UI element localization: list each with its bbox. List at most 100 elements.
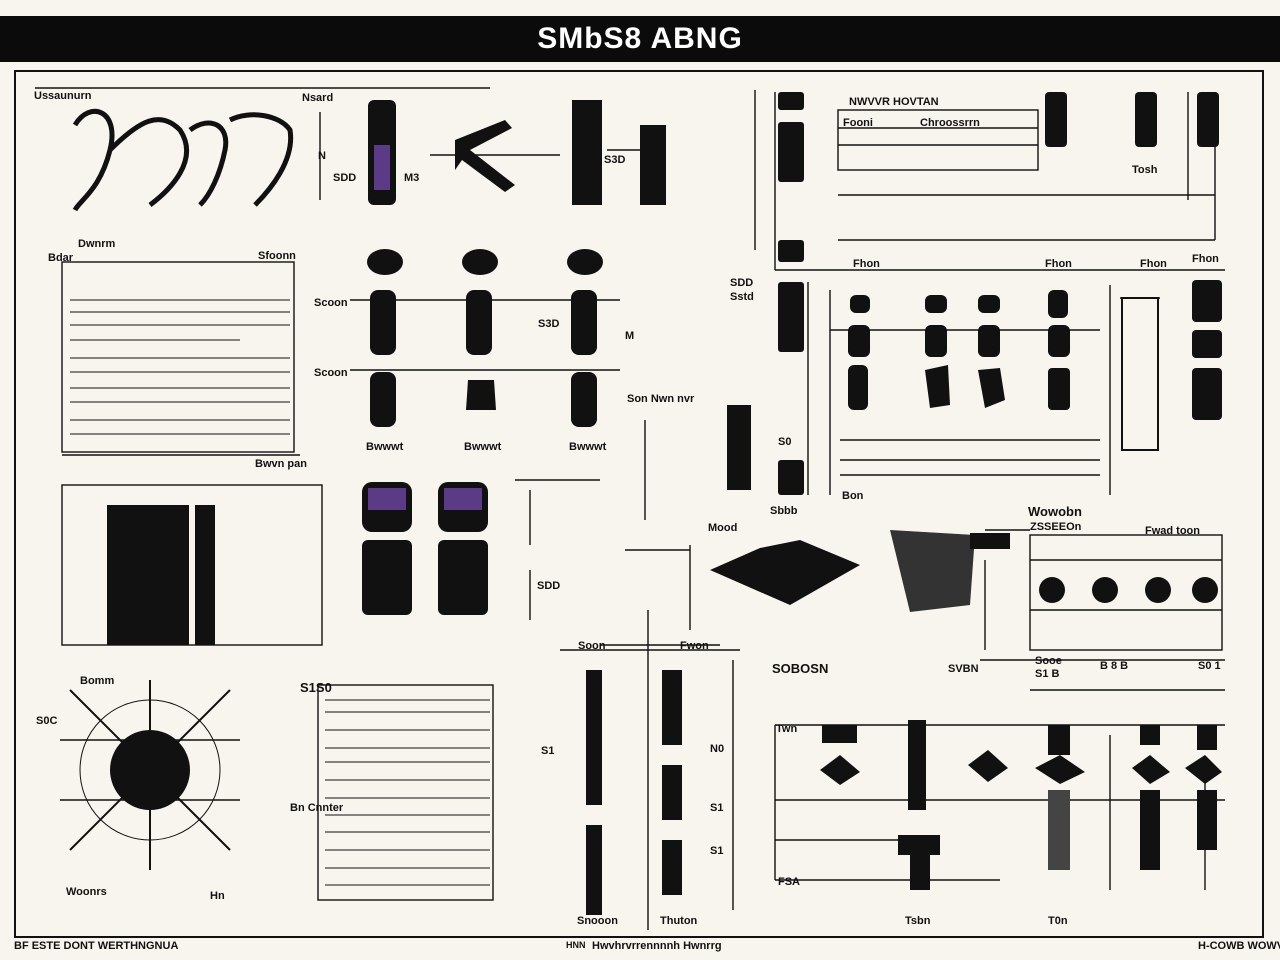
cross-part [455,120,515,192]
side-bar-6 [727,405,751,490]
bar-4 [662,765,682,820]
label-sstd: Sstd [730,291,754,303]
label-mood: Mood [708,522,738,534]
footer-right: H-COWB WOWV [1198,940,1280,952]
spec-table-top [837,109,1039,171]
tall-part-r1 [1192,280,1222,322]
pad-part [890,530,975,612]
helmet-1-visor [368,488,406,510]
label-wowobn: Wowobn [1028,504,1082,519]
chevron-row-3b [925,365,950,408]
cap-2 [462,249,498,275]
side-bar-2 [778,122,804,182]
label-tsbn: Tsbn [905,915,931,927]
boot-grid-panel [61,484,323,646]
label-fwwd-toon: Fwad toon [1145,525,1200,537]
footer-mark: HNN [566,940,586,950]
boot-low-1 [370,372,396,427]
label-bwwwt-1: Bwwwt [366,441,404,453]
assembly-foot [910,855,930,890]
label-s0-1: S0 1 [1198,660,1221,672]
helmet-2-base [438,540,488,615]
label-bon-5: Bon [842,490,864,502]
label-sdd-bot: SDD [537,580,561,592]
boot-sketch [72,108,294,212]
label-top-left: Ussaunurn [34,90,92,102]
title-bar: SMbS8 ABNG [0,16,1280,62]
assembly-post [908,720,926,810]
label-s1s0: S1S0 [300,680,332,695]
label-n-measure: N [318,150,326,162]
cap-1 [367,249,403,275]
label-zsseeon: ZSSEEOn [1030,521,1082,533]
glove-1 [1045,92,1067,147]
grid-column [107,505,189,645]
assembly-col-5 [1197,725,1217,750]
pod-1 [1039,577,1065,603]
chevron-row-3a [848,365,868,410]
label-s3d: S3D [604,154,626,166]
label-snooon: Snooon [577,915,618,927]
label-s1-bot3: S1 [710,845,724,857]
label-chroossr: Chroossrrn [920,117,980,129]
bar-1 [586,670,602,805]
sun-hub [110,730,190,810]
fringe-part [466,380,496,410]
label-fwon: Fwon [680,640,709,652]
label-fhon-1: Fhon [853,258,880,270]
boot-mid-2 [466,290,492,355]
label-m3: M3 [404,172,420,184]
label-s0c: S0C [36,715,58,727]
glove-2 [1135,92,1157,147]
chevron-row-1c [978,295,1000,313]
label-scoon-a: Scoon [314,297,348,309]
label-sooe: Sooe [1035,655,1062,667]
bracket-5 [1185,755,1222,784]
label-fhon-4: Fhon [1192,253,1219,265]
label-sfoonn: Sfoonn [258,250,296,262]
footer-center: Hwvhrvrrennnnh Hwnrrg [592,940,722,952]
label-s3d-mid: S3D [538,318,560,330]
tall-part-r2 [1192,330,1222,358]
cross-section-panel [1029,534,1223,651]
label-sdd-left: SDD [333,172,357,184]
bar-2 [586,825,602,915]
chevron-row-1b [925,295,947,313]
chevron-row-3d [1048,368,1070,410]
mesh-panel [1121,297,1159,451]
label-m-small: M [625,330,635,342]
label-son-ntin: Son Nwn nvr [627,393,695,405]
label-bn-cnnter: Bn Cnnter [290,802,344,814]
pod-3 [1145,577,1171,603]
assembly-col-4 [1140,790,1160,870]
side-bar-1 [778,92,804,110]
sheet-title: SMbS8 ABNG [537,22,743,55]
label-tosh: Tosh [1132,164,1158,176]
bracket-3 [1035,755,1085,784]
label-hn: Hn [210,890,225,902]
label-s0-mid: S0 [778,436,792,448]
label-svbn: SVBN [948,663,979,675]
label-s1-bot: S1 [541,745,555,757]
label-tro: T0n [1048,915,1068,927]
tall-part-r3 [1192,368,1222,420]
label-scoon-b: Scoon [314,367,348,379]
grid-column-2 [195,505,215,645]
sheet-frame [14,70,1264,938]
footer-left: BF ESTE DONT WERTHNGNUA [14,940,179,952]
label-woonrs: Woonrs [66,886,107,898]
glove-3 [1197,92,1219,147]
label-fhon-3: Fhon [1140,258,1167,270]
chevron-row-3c [978,368,1005,408]
boot-mid-1 [370,290,396,355]
chevron-row-2c [978,325,1000,357]
label-bwwwt-3: Bwwwt [569,441,607,453]
chevron-row-2b [925,325,947,357]
label-nsard: Nsard [302,92,334,104]
side-bar-5 [778,460,804,495]
chevron-row-1a [850,295,870,313]
assembly-top [822,725,857,743]
label-bwwwt-2: Bwwwt [464,441,502,453]
label-s0obsn: SOBOSN [772,661,829,676]
